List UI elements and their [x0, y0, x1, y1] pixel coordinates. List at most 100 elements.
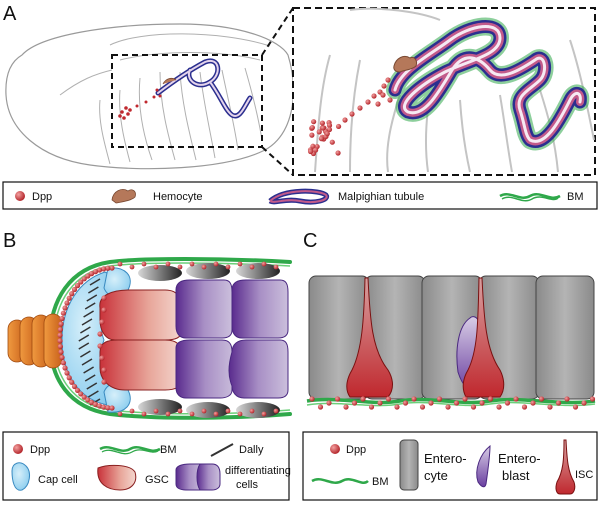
dpp-dot: [360, 396, 366, 402]
dally-icon: [210, 443, 234, 457]
bm-icon-strand: [101, 449, 159, 455]
dpp-dot: [64, 370, 70, 376]
dpp-dot: [99, 319, 105, 325]
legend-c-entero-1: Entero-: [424, 451, 467, 466]
dpp-dot: [69, 379, 75, 385]
isc-right: [462, 277, 505, 398]
dpp-dot: [335, 150, 341, 156]
hemocyte-icon: [111, 189, 136, 204]
dpp-dot: [261, 261, 267, 267]
dpp-dot: [97, 343, 103, 349]
small-hemocyte: [162, 77, 177, 85]
legend-b-gsc: GSC: [145, 474, 169, 486]
isc-icon: [555, 439, 576, 495]
dpp-dot: [89, 271, 95, 277]
dpp-dot: [470, 404, 477, 410]
dpp-dot: [402, 400, 409, 406]
dpp-dot: [351, 400, 358, 406]
dpp-dot: [92, 401, 99, 407]
dpp-dot: [92, 269, 99, 275]
dpp-dot: [309, 396, 315, 402]
dally-mark: [78, 342, 90, 350]
dally-mark: [83, 310, 94, 318]
legend-c-isc: ISC: [575, 469, 593, 481]
dpp-dot: [189, 411, 195, 417]
dpp-dot: [177, 264, 183, 270]
tubule-icon-inner: [269, 190, 328, 204]
dpp-dot: [71, 383, 78, 390]
gut-dpp: [309, 396, 596, 410]
dpp-dot: [385, 77, 391, 83]
dpp-dot: [59, 315, 65, 322]
dpp-dot: [109, 405, 115, 411]
legend-b-diff-1: differentiating: [225, 465, 291, 477]
dpp-dot: [99, 355, 105, 361]
diff-cell-dividing: [228, 339, 289, 399]
dpp-dot: [85, 273, 91, 279]
dpp-dot: [368, 404, 375, 410]
dpp-dot: [375, 101, 381, 107]
dally-mark: [84, 302, 96, 310]
dpp-dot: [496, 404, 502, 410]
dpp-dot: [201, 264, 207, 270]
dpp-dot: [96, 403, 103, 409]
dpp-dot: [69, 291, 75, 297]
dpp-dot: [81, 394, 87, 400]
dpp-dot: [530, 400, 536, 406]
dpp-dot: [320, 125, 326, 131]
dpp-dot: [273, 264, 279, 270]
dally-mark: [88, 390, 99, 398]
dpp-dot: [428, 400, 434, 406]
dpp-dot: [273, 408, 279, 414]
dpp-dot: [66, 295, 72, 301]
dpp-dot: [319, 120, 326, 126]
legend-b-bm: BM: [160, 444, 177, 456]
dpp-dot: [96, 267, 103, 273]
legend-c-box: [302, 431, 598, 501]
dpp-dot: [487, 396, 494, 402]
legend-b-cap-cell: Cap cell: [38, 474, 78, 486]
dpp-dot: [261, 411, 267, 417]
legend-b-diff-2: cells: [236, 479, 259, 491]
dpp-dot: [513, 396, 519, 402]
dpp-dot: [71, 286, 78, 293]
dpp-dot: [85, 397, 91, 403]
panel-c: C: [303, 230, 596, 410]
dpp-dot: [311, 119, 317, 125]
dpp-dot: [538, 396, 545, 402]
embryo-fold: [119, 52, 261, 61]
dpp-dot: [387, 97, 393, 103]
dpp-dot: [316, 129, 322, 135]
dpp-dot: [74, 387, 81, 393]
dpp-dot: [177, 408, 183, 414]
embryo-fold: [59, 69, 113, 96]
dpp-dot: [57, 332, 63, 338]
dpp-dot: [58, 349, 64, 355]
dpp-dot: [66, 375, 72, 381]
dpp-dot: [237, 411, 243, 417]
dpp-dot: [309, 125, 315, 131]
dpp-dot: [343, 404, 349, 410]
niche-dpp: [57, 261, 279, 417]
dpp-dot: [307, 148, 314, 155]
dpp-dot: [213, 261, 219, 267]
dpp-dot: [357, 105, 363, 111]
legend-a-hemocyte: Hemocyte: [153, 191, 203, 203]
dpp-dot: [309, 132, 315, 138]
dpp-dot: [64, 300, 70, 306]
dpp-dot: [313, 147, 319, 153]
dpp-dot: [445, 404, 451, 410]
small-dpp-cluster: [118, 88, 162, 120]
dpp-dot: [60, 360, 66, 366]
dally-mark: [84, 374, 96, 382]
large-dpp-cluster: [307, 77, 393, 157]
large-tubule-lumen: [393, 24, 582, 143]
dpp-dot: [371, 93, 377, 99]
dpp-dot: [462, 396, 468, 402]
dpp-dot: [60, 310, 66, 316]
legend-c-bm: BM: [372, 476, 389, 488]
dpp-dot: [58, 321, 64, 327]
dpp-dot: [57, 343, 63, 350]
panel-b-label: B: [3, 230, 16, 252]
